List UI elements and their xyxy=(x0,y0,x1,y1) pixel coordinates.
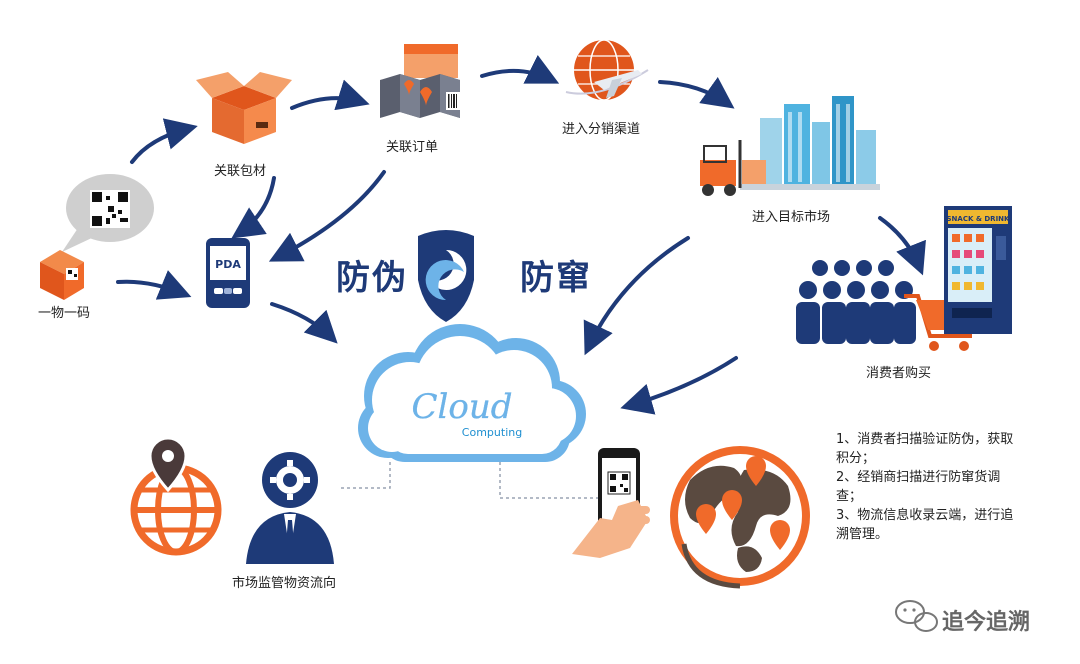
label-distribution: 进入分销渠道 xyxy=(562,122,641,137)
label-link-packaging: 关联包材 xyxy=(214,164,267,179)
label-market-supervision: 市场监管物资流向 xyxy=(232,576,337,591)
packaging-box-icon xyxy=(196,72,292,144)
note-item: 1、消费者扫描验证防伪，获取积分； xyxy=(836,432,1014,466)
order-map-icon xyxy=(380,44,460,118)
globe-plane-icon xyxy=(565,39,649,101)
label-consumer-purchase: 消费者购买 xyxy=(866,366,932,381)
connector-cloud-to-phone xyxy=(499,462,600,499)
note-item: 3、物流信息收录云端，进行追溯管理。 xyxy=(836,508,1014,542)
consumer-crowd-icon xyxy=(796,260,916,344)
cloud-computing-icon: Cloud Computing xyxy=(358,324,586,462)
flow-arrows xyxy=(116,54,926,415)
location-globe-icon xyxy=(130,436,222,556)
dotted-connectors xyxy=(340,462,600,499)
cloud-sub: Computing xyxy=(462,426,522,439)
arrow-consumer-to-cloud xyxy=(620,356,738,415)
qr-bubble xyxy=(62,174,154,252)
vending-machine-icon: SNACK & DRINK xyxy=(944,206,1012,334)
pda-label: PDA xyxy=(215,258,241,271)
connector-cloud-to-supervision xyxy=(340,462,391,489)
supervisor-person-icon xyxy=(246,452,334,564)
brand-anti-diversion: 防窜 xyxy=(520,258,592,298)
arrow-order-to-pda xyxy=(268,170,386,262)
arrow-market-to-consumer xyxy=(878,216,926,276)
arrow-packaging-to-order xyxy=(290,79,370,111)
pda-device-icon: PDA xyxy=(206,238,250,308)
arrow-packaging-to-pda xyxy=(231,176,276,239)
phone-scan-icon xyxy=(572,448,650,558)
vending-sign: SNACK & DRINK xyxy=(947,215,1011,223)
city-forklift-icon xyxy=(700,96,880,196)
shield-logo xyxy=(418,230,474,322)
world-trace-globe-icon xyxy=(670,446,810,589)
arrow-market-to-cloud xyxy=(583,236,690,356)
note-item: 2、经销商扫描进行防窜货调查； xyxy=(836,470,1001,504)
arrow-distribution-to-market xyxy=(658,77,735,109)
arrow-pda-to-cloud xyxy=(270,302,338,344)
cloud-word: Cloud xyxy=(411,387,512,427)
watermark-text: 追今追溯 xyxy=(942,610,1031,635)
label-link-order: 关联订单 xyxy=(386,140,439,155)
label-one-item-one-code: 一物一码 xyxy=(38,306,91,321)
brand-anti-counterfeit: 防伪 xyxy=(336,258,408,298)
arrow-order-to-distribution xyxy=(480,54,560,84)
product-box-icon xyxy=(40,250,84,300)
feature-notes: 1、消费者扫描验证防伪，获取积分； 2、经销商扫描进行防窜货调查； 3、物流信息… xyxy=(836,430,1026,544)
arrow-code-to-pda xyxy=(116,270,192,300)
wechat-logo-icon xyxy=(895,600,938,632)
label-target-market: 进入目标市场 xyxy=(752,210,831,225)
arrow-code-to-packaging xyxy=(130,118,198,164)
